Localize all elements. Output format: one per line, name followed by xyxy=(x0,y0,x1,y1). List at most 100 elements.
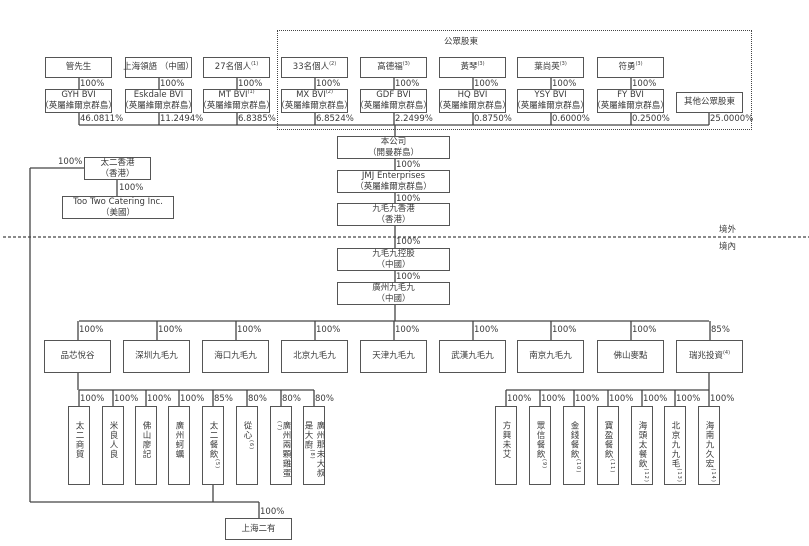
ownership-percentage: 100% xyxy=(180,394,205,404)
bvi-holdco-box: GDF BVI（英屬維爾京群島） xyxy=(355,89,432,113)
ownership-percentage: 0.6000% xyxy=(552,114,590,124)
onshore-label: 境內 xyxy=(719,242,737,252)
jurisdiction: （美國） xyxy=(100,207,135,218)
ownership-percentage: 100% xyxy=(79,325,104,335)
offshore-label: 境外 xyxy=(719,225,737,235)
entity-name: 武漢九毛九 xyxy=(451,351,494,361)
ownership-percentage: 85% xyxy=(711,325,730,335)
entity-name: Eskdale BVI xyxy=(133,90,184,100)
ownership-percentage: 2.2499% xyxy=(395,114,433,124)
ownership-percentage: 100% xyxy=(541,394,566,404)
ownership-percentage: 100% xyxy=(260,507,285,517)
subsidiary-box: 佛山廖記 xyxy=(135,406,157,485)
subsidiary-box: 廣州蚵蠣 xyxy=(168,406,190,485)
company-box: 本公司（開曼群島） xyxy=(337,136,450,159)
footnote-ref: (8) xyxy=(308,449,315,460)
ownership-percentage: 100% xyxy=(316,325,341,335)
company-box: 九毛九香港（香港） xyxy=(337,203,450,226)
entity-name: HQ BVI xyxy=(457,90,488,100)
shareholder-box: 高德福(3) xyxy=(360,57,427,78)
ownership-percentage: 100% xyxy=(632,325,657,335)
bvi-holdco-box: MT BVI(1)（英屬維爾京群島） xyxy=(198,89,275,113)
ownership-percentage: 0.8750% xyxy=(474,114,512,124)
ownership-percentage: 11.2494% xyxy=(160,114,204,124)
subsidiary-box: 北京九毛九 xyxy=(281,340,348,373)
jurisdiction: （中國） xyxy=(376,259,411,270)
entity-name: 27名個人(1) xyxy=(214,61,259,72)
subsidiary-box: 武漢九毛九 xyxy=(439,340,506,373)
subsidiary-box: 南京九毛九 xyxy=(517,340,584,373)
ownership-percentage: 100% xyxy=(552,79,577,89)
entity-name: 九毛九香港 xyxy=(372,203,415,214)
jurisdiction: （香港） xyxy=(376,214,411,225)
entity-name: 深圳九毛九 xyxy=(135,351,178,361)
jurisdiction: （英屬維爾京群島） xyxy=(120,101,197,111)
entity-name: 海南九久宏(14) xyxy=(704,421,716,483)
subsidiary-box: 佛山麥點 xyxy=(597,340,664,373)
entity-name: 金錢餐飲(10) xyxy=(569,421,581,474)
bvi-holdco-box: HQ BVI（英屬維爾京群島） xyxy=(434,89,511,113)
entity-name: JMJ Enterprises xyxy=(361,170,426,181)
public-shareholders-group xyxy=(277,30,752,130)
ownership-percentage: 100% xyxy=(58,157,83,167)
public-shareholders-label: 公眾股東 xyxy=(444,37,479,47)
entity-name: MX BVI(2) xyxy=(296,89,333,100)
too-two-catering-box: Too Two Catering Inc.（美國） xyxy=(62,196,174,219)
jurisdiction: （香港） xyxy=(100,168,135,179)
ownership-percentage: 100% xyxy=(676,394,701,404)
entity-name: 瑞兆投資(4) xyxy=(688,350,731,361)
ownership-percentage: 100% xyxy=(114,394,139,404)
jurisdiction: （英屬維爾京群島） xyxy=(355,181,432,192)
footnote-ref: (3) xyxy=(635,61,643,68)
ownership-percentage: 100% xyxy=(609,394,634,404)
ownership-percentage: 100% xyxy=(237,325,262,335)
entity-name: 廣州蚵蠣 xyxy=(174,421,184,459)
entity-name: Too Two Catering Inc. xyxy=(73,196,163,207)
jurisdiction: （英屬維爾京群島） xyxy=(355,101,432,111)
shareholder-box: 33名個人(2) xyxy=(281,57,348,78)
entity-name: 米良人良 xyxy=(108,421,118,459)
ownership-percentage: 100% xyxy=(158,325,183,335)
ownership-percentage: 100% xyxy=(396,272,421,282)
ownership-percentage: 100% xyxy=(316,79,341,89)
jurisdiction: （英屬維爾京群島） xyxy=(434,101,511,111)
entity-name: 33名個人(2) xyxy=(292,61,337,72)
entity-name: MT BVI(1) xyxy=(218,89,255,100)
entity-name: 方興未艾 xyxy=(501,421,511,459)
entity-name: 北京九九毛(13) xyxy=(670,421,682,483)
footnote-ref: (14) xyxy=(709,468,716,483)
ownership-percentage: 100% xyxy=(395,79,420,89)
entity-name: 本公司 xyxy=(380,136,407,147)
ownership-percentage: 100% xyxy=(575,394,600,404)
entity-name: 廣州兩顆雞蛋(7) xyxy=(275,421,291,478)
entity-name: 太二商貿 xyxy=(74,421,84,459)
footnote-ref: (1) xyxy=(247,89,255,96)
entity-name: 從心(6) xyxy=(242,421,254,451)
subsidiary-box: 瑞兆投資(4) xyxy=(676,340,743,373)
entity-name: 上海領語 （中國） xyxy=(123,62,194,72)
bvi-holdco-box: MX BVI(2)（英屬維爾京群島） xyxy=(276,89,353,113)
footnote-ref: (7) xyxy=(275,421,282,432)
jurisdiction: （英屬維爾京群島） xyxy=(198,101,275,111)
footnote-ref: (6) xyxy=(247,440,254,451)
ownership-percentage: 0.2500% xyxy=(632,114,670,124)
ownership-percentage: 100% xyxy=(80,394,105,404)
ownership-percentage: 100% xyxy=(80,79,105,89)
ownership-percentage: 100% xyxy=(396,160,421,170)
ownership-percentage: 100% xyxy=(395,325,420,335)
jurisdiction: （英屬維爾京群島） xyxy=(512,101,589,111)
ownership-percentage: 100% xyxy=(396,194,421,204)
jurisdiction: （中國） xyxy=(376,293,411,304)
subsidiary-box: 深圳九毛九 xyxy=(123,340,190,373)
subsidiary-box: 太二商貿 xyxy=(68,406,90,485)
entity-name: 眾信餐飲(9) xyxy=(535,421,547,470)
ownership-percentage: 85% xyxy=(214,394,233,404)
ownership-percentage: 6.8524% xyxy=(316,114,354,124)
ownership-percentage: 100% xyxy=(396,237,421,247)
subsidiary-box: 從心(6) xyxy=(236,406,258,485)
ownership-percentage: 100% xyxy=(238,79,263,89)
ownership-percentage: 100% xyxy=(710,394,735,404)
footnote-ref: (3) xyxy=(402,61,410,68)
entity-name: 高德福(3) xyxy=(377,61,410,72)
shareholder-box: 黃琴(3) xyxy=(439,57,506,78)
